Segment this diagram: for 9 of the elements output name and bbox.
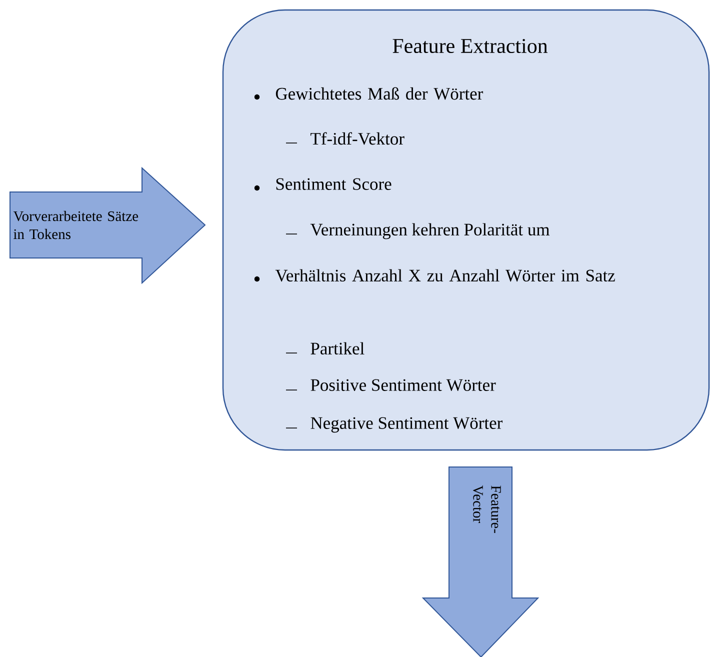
dash-item: Partikel: [286, 342, 364, 355]
bullet-item: Gewichtetes Maß der Wörter: [254, 87, 484, 100]
bullet-item: Sentiment Score: [254, 178, 392, 191]
dash-item: Negative Sentiment Wörter: [286, 417, 503, 433]
box-title: Feature Extraction: [392, 38, 548, 54]
dash-item: Verneinungen kehren Polarität um: [286, 223, 550, 240]
bullet-item: Verhältnis Anzahl X zu Anzahl Wörter im Satz: [254, 269, 615, 282]
dash-item: Tf-idf-Vektor: [286, 132, 404, 145]
dash-item: Positive Sentiment Wörter: [286, 379, 496, 392]
